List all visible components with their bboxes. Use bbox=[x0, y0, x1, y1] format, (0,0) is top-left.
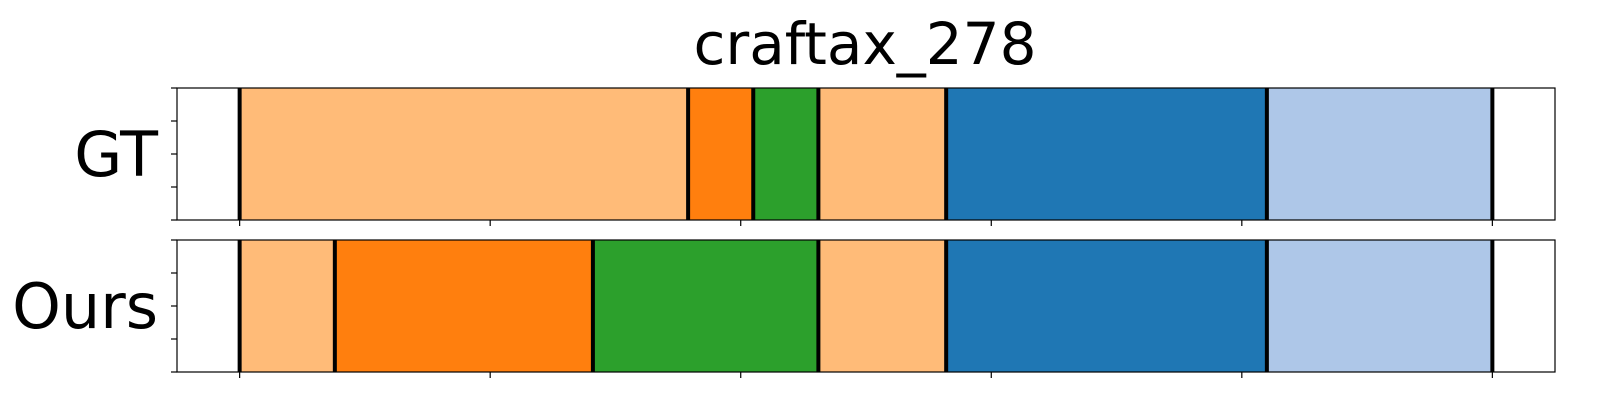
segment-gt-0 bbox=[239, 88, 689, 220]
chart-title: craftax_278 bbox=[694, 10, 1037, 78]
segment-ours-5 bbox=[1266, 240, 1493, 372]
row-label-gt: GT bbox=[74, 118, 159, 191]
segment-gt-3 bbox=[818, 88, 947, 220]
segment-gt-5 bbox=[1266, 88, 1493, 220]
segment-ours-2 bbox=[592, 240, 819, 372]
segment-ours-3 bbox=[818, 240, 947, 372]
segment-gt-1 bbox=[688, 88, 754, 220]
row-label-ours: Ours bbox=[12, 270, 158, 343]
segment-ours-0 bbox=[239, 240, 335, 372]
segment-gt-2 bbox=[753, 88, 819, 220]
segment-ours-1 bbox=[334, 240, 593, 372]
segment-ours-4 bbox=[946, 240, 1267, 372]
segment-gt-4 bbox=[946, 88, 1267, 220]
